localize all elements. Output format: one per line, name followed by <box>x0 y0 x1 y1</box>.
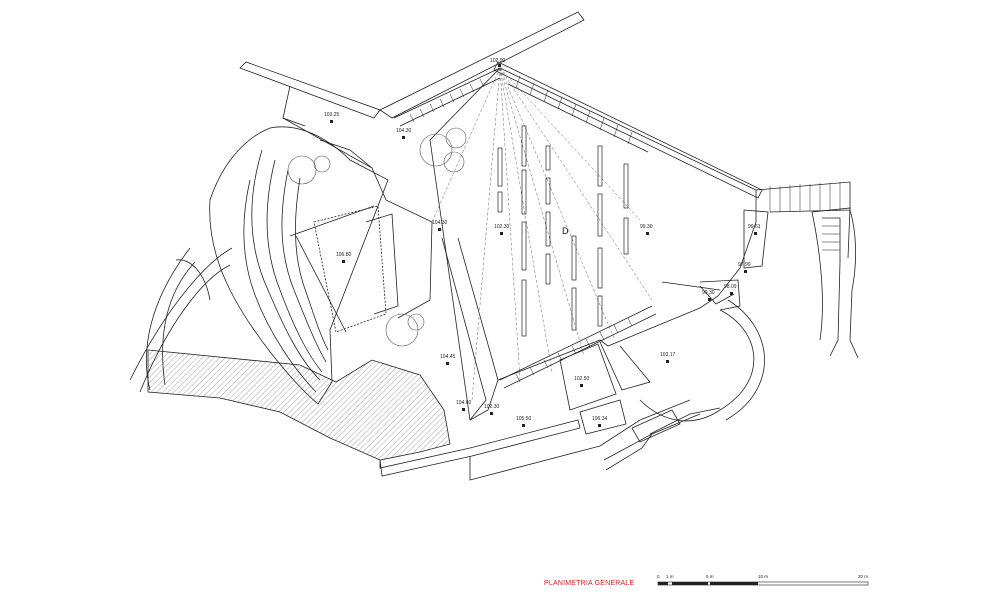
tree-icon <box>385 313 419 347</box>
north-east-wall <box>379 11 585 119</box>
scale-label: 10 m <box>758 574 768 579</box>
elevation-label: 104.60 <box>456 400 472 406</box>
elevation-label: 104.30 <box>396 128 412 134</box>
elevation-label: 97.99 <box>738 262 751 268</box>
elevation-label: 98.09 <box>724 284 737 290</box>
elevation-label: 104.30 <box>432 220 448 226</box>
raised-platform <box>313 205 387 333</box>
elevation-label: 103.17 <box>660 352 676 358</box>
top-left-wall <box>239 61 381 119</box>
scale-label: 5 m <box>706 574 714 579</box>
elevation-label: 99.61 <box>748 224 761 230</box>
elevation-label: 102.50 <box>574 376 590 382</box>
tree-icon <box>287 155 317 185</box>
elevation-label: 102.30 <box>484 404 500 410</box>
scale-label: 0 <box>657 574 660 579</box>
elevation-label: 102.90 <box>490 58 506 64</box>
elevation-label: 103.25 <box>324 112 340 118</box>
elevation-label: 106.34 <box>592 416 608 422</box>
scale-bar: 0 1 m 5 m 10 m 20 m <box>657 574 869 586</box>
terrain-ramp <box>209 126 389 405</box>
hatched-slope <box>147 349 451 461</box>
elevation-label: 99.30 <box>640 224 653 230</box>
scale-label: 1 m <box>666 574 674 579</box>
east-wall <box>493 61 763 199</box>
elevation-label: 106.80 <box>336 252 352 258</box>
plan-title: PLANIMETRIA GENERALE <box>544 580 635 587</box>
elevation-label: 105.50 <box>516 416 532 422</box>
elevation-label: 102.30 <box>494 224 510 230</box>
scale-label: 20 m <box>858 574 868 579</box>
elevation-label: 99.30 <box>702 290 715 296</box>
tree-icon <box>419 133 453 167</box>
zone-label: D <box>562 226 569 236</box>
elevation-label: 104.45 <box>440 354 456 360</box>
amphitheater-outline <box>429 67 757 421</box>
